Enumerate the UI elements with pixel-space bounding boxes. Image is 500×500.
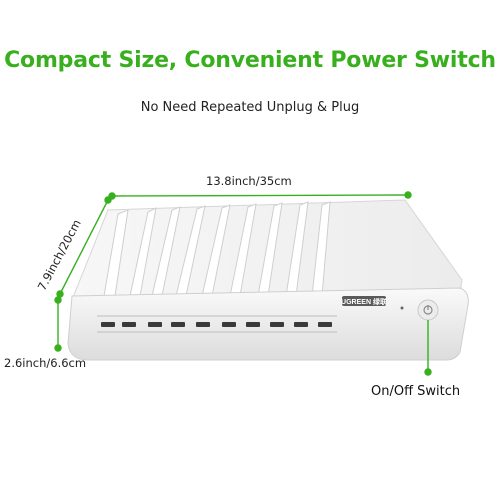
height-dimension-label: 2.6inch/6.6cm — [4, 356, 87, 370]
width-end-dot — [404, 191, 412, 199]
depth-end-dot — [56, 290, 64, 298]
height-start-dot — [54, 296, 62, 304]
brand-badge — [342, 296, 386, 306]
dimension-lines — [54, 191, 432, 376]
width-line — [111, 194, 409, 197]
switch-pointer-dot — [424, 368, 432, 376]
brand-text: UGREEN 绿联 — [341, 297, 388, 306]
subline: No Need Repeated Unplug & Plug — [140, 100, 360, 115]
power-indicator — [400, 306, 404, 310]
width-dimension-label: 13.8inch/35cm — [206, 174, 292, 188]
height-end-dot — [54, 344, 62, 352]
depth-start-dot — [104, 196, 112, 204]
charging-station — [67, 199, 469, 361]
power-button — [417, 299, 439, 321]
switch-label: On/Off Switch — [371, 384, 461, 399]
headline: Compact Size, Convenient Power Switch — [4, 48, 496, 73]
usb-ports — [101, 322, 332, 327]
depth-line — [59, 199, 109, 295]
